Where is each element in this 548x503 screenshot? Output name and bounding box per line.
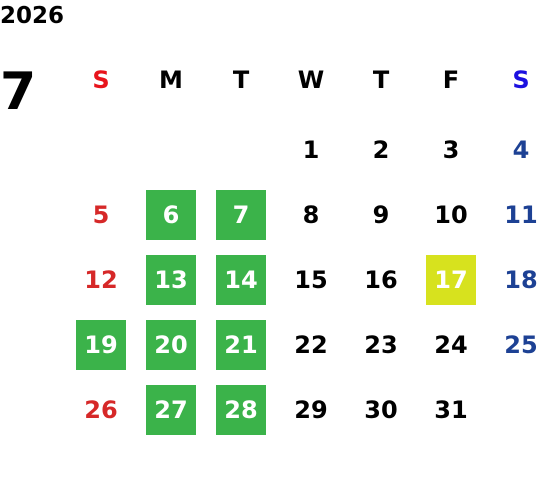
day-cell[interactable]: 4: [512, 136, 530, 164]
day-cell[interactable]: 7: [216, 190, 266, 240]
day-cell[interactable]: 21: [216, 320, 266, 370]
weekday-header-1: M: [159, 66, 183, 94]
day-cell[interactable]: 17: [426, 255, 476, 305]
day-cell[interactable]: 5: [92, 201, 110, 229]
weekday-header-3: W: [297, 66, 325, 94]
day-cell[interactable]: 23: [364, 331, 398, 359]
weekday-header-0: S: [92, 66, 110, 94]
day-cell[interactable]: 29: [294, 396, 328, 424]
day-cell[interactable]: 11: [504, 201, 538, 229]
day-cell[interactable]: 2: [372, 136, 390, 164]
day-cell[interactable]: 12: [84, 266, 118, 294]
day-cell[interactable]: 15: [294, 266, 328, 294]
day-cell[interactable]: 1: [302, 136, 320, 164]
weekday-header-6: S: [512, 66, 530, 94]
day-cell[interactable]: 8: [302, 201, 320, 229]
day-cell[interactable]: 3: [442, 136, 460, 164]
month-number: 7: [0, 62, 37, 122]
day-cell[interactable]: 19: [76, 320, 126, 370]
day-cell[interactable]: 22: [294, 331, 328, 359]
day-cell[interactable]: 18: [504, 266, 538, 294]
weekday-header-5: F: [442, 66, 460, 94]
day-cell[interactable]: 31: [434, 396, 468, 424]
day-cell[interactable]: 16: [364, 266, 398, 294]
day-cell[interactable]: 10: [434, 201, 468, 229]
weekday-header-2: T: [232, 66, 250, 94]
day-cell[interactable]: 9: [372, 201, 390, 229]
day-cell[interactable]: 13: [146, 255, 196, 305]
day-cell[interactable]: 26: [84, 396, 118, 424]
year-label: 2026: [0, 3, 65, 29]
day-cell[interactable]: 20: [146, 320, 196, 370]
day-cell[interactable]: 28: [216, 385, 266, 435]
day-cell[interactable]: 14: [216, 255, 266, 305]
day-cell[interactable]: 30: [364, 396, 398, 424]
day-cell[interactable]: 24: [434, 331, 468, 359]
day-cell[interactable]: 25: [504, 331, 538, 359]
day-cell[interactable]: 6: [146, 190, 196, 240]
day-cell[interactable]: 27: [146, 385, 196, 435]
weekday-header-4: T: [372, 66, 390, 94]
